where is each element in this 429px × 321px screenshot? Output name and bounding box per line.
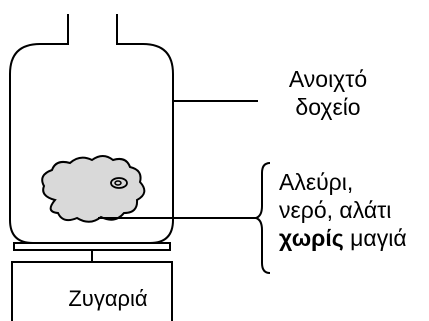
open-container-label: Ανοιχτό δοχείο: [265, 65, 391, 121]
dough-bubble-inner: [114, 180, 122, 186]
open-container-label-line2: δοχείο: [295, 94, 361, 120]
dough-bubble: [110, 177, 128, 189]
contents-label-line3: χωρίς μαγιά: [279, 224, 407, 252]
dough-blob: [41, 155, 146, 223]
open-container-label-line1: Ανοιχτό: [288, 66, 368, 92]
contents-label-line1: Αλεύρι,: [279, 169, 354, 195]
contents-label-without: χωρίς: [279, 225, 344, 251]
scale-body: [11, 261, 173, 321]
contents-label: Αλεύρι, νερό, αλάτι χωρίς μαγιά: [279, 168, 407, 252]
scale-platform: [13, 242, 171, 251]
contents-brace: [252, 162, 271, 274]
contents-label-yeast: μαγιά: [343, 225, 407, 251]
scale-label: Ζυγαριά: [68, 286, 148, 311]
contents-label-line2: νερό, αλάτι: [279, 197, 392, 223]
